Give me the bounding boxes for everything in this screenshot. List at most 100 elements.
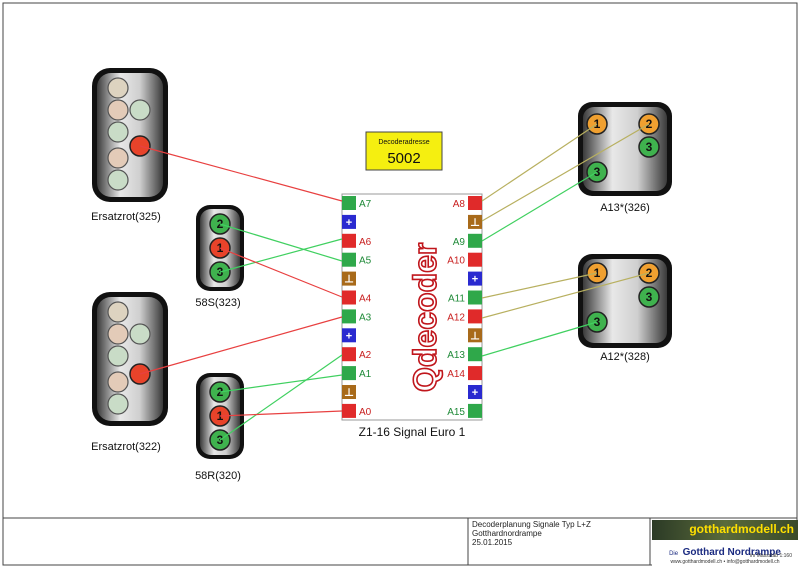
pin-right-10[interactable]: [468, 385, 482, 399]
wire-green: [219, 238, 343, 273]
pin-right-9[interactable]: [468, 366, 482, 381]
wire-green: [481, 171, 598, 242]
wire-red: [139, 316, 343, 375]
pin-symbol: +: [472, 274, 478, 286]
pin-label: A9: [453, 237, 466, 248]
pin-left-10[interactable]: [342, 385, 356, 399]
lamp-number: 3: [594, 165, 601, 179]
pin-label: A10: [447, 256, 465, 267]
lamp-number: 3: [646, 140, 653, 154]
wire-green: [219, 223, 343, 262]
lamp-off: [107, 169, 129, 191]
pin-label: A8: [453, 199, 466, 210]
lamp-number: 3: [594, 315, 601, 329]
pin-left-3[interactable]: [342, 252, 356, 267]
signal-a12-328[interactable]: 1 2 3 3 A12*(328): [578, 254, 672, 363]
pin-left-6[interactable]: [342, 309, 356, 324]
pin-label: A14: [447, 369, 465, 380]
pin-symbol: ⊥: [344, 387, 354, 399]
brand-text: Qdecoder: [407, 243, 443, 392]
address-label: Decoderadresse: [378, 139, 429, 146]
signal-label: Ersatzrot(322): [91, 441, 161, 453]
page-frame: [2, 2, 798, 566]
pin-left-9[interactable]: [342, 366, 356, 381]
signal-label: 58R(320): [195, 470, 241, 482]
pin-left-7[interactable]: [342, 328, 356, 343]
logo-title-row: Die Gotthard Nordrampe: [652, 542, 798, 560]
lamp-off: [129, 323, 151, 345]
pin-label: A12: [447, 312, 465, 323]
lamp-number: 1: [594, 117, 601, 131]
logo-subtitle: im Massstab 1:160: [750, 553, 792, 559]
pin-label: A6: [359, 237, 372, 248]
pin-label: A13: [447, 350, 465, 361]
pin-symbol: +: [346, 330, 352, 342]
logo-footer: www.gotthardmodell.ch • info@gotthardmod…: [670, 559, 780, 565]
lamp-off: [107, 121, 129, 143]
pin-right-7[interactable]: [468, 328, 482, 343]
pin-right-5[interactable]: [468, 290, 482, 305]
logo-text: gotthardmodell.ch: [689, 522, 794, 536]
pin-label: A5: [359, 256, 372, 267]
lamp-number: 2: [646, 266, 653, 280]
signal-label: 58S(323): [195, 297, 240, 309]
decoder-board: [341, 193, 483, 421]
signal-a13-326[interactable]: 1 2 3 3 A13*(326): [578, 102, 672, 214]
wire-olive: [481, 272, 650, 319]
pin-left-8[interactable]: [342, 347, 356, 362]
signal-ersatzrot-322[interactable]: Ersatzrot(322): [91, 292, 168, 453]
pin-right-2[interactable]: [468, 233, 482, 248]
lamp-number: 3: [646, 290, 653, 304]
wire-green: [481, 321, 598, 357]
pin-right-4[interactable]: [468, 271, 482, 286]
signal-label: A12*(328): [600, 351, 650, 363]
lamp-off: [107, 323, 129, 345]
pin-symbol: +: [472, 387, 478, 399]
title-line-1: Decoderplanung Signale Typ L+Z: [472, 520, 591, 529]
pin-symbol: +: [346, 217, 352, 229]
pin-right-11[interactable]: [468, 403, 482, 418]
signal-face: [97, 73, 163, 197]
pin-label: A7: [359, 199, 372, 210]
title-line-3: 25.01.2015: [472, 538, 513, 547]
pin-left-2[interactable]: [342, 233, 356, 248]
wire-green: [219, 354, 343, 441]
signal-label: Ersatzrot(325): [91, 211, 161, 223]
pin-left-5[interactable]: [342, 290, 356, 305]
pin-label: A15: [447, 407, 465, 418]
pin-left-1[interactable]: [342, 214, 356, 229]
wire-red: [139, 145, 343, 202]
wire-olive: [481, 272, 598, 299]
pin-left-4[interactable]: [342, 271, 356, 286]
gotthardmodell-logo: gotthardmodell.ch Die Gotthard Nordrampe…: [652, 520, 798, 566]
lamp-off: [129, 99, 151, 121]
pin-right-1[interactable]: [468, 214, 482, 229]
pin-right-6[interactable]: [468, 309, 482, 324]
signal-ersatzrot-325[interactable]: Ersatzrot(325): [91, 68, 168, 223]
lamp-off: [107, 393, 129, 415]
pin-right-3[interactable]: [468, 252, 482, 267]
wire-red: [219, 410, 343, 417]
lamp-off: [107, 301, 129, 323]
lamp-off: [107, 99, 129, 121]
lamp-off: [107, 371, 129, 393]
logo-title: Gotthard Nordrampe: [682, 547, 781, 558]
pin-label: A4: [359, 294, 372, 305]
pin-right-8[interactable]: [468, 347, 482, 362]
signal-label: A13*(326): [600, 202, 650, 214]
wire-olive: [481, 123, 598, 202]
pin-right-0[interactable]: [468, 196, 482, 210]
pin-left-11[interactable]: [342, 403, 356, 418]
pin-label: A11: [448, 294, 465, 305]
pin-left-0[interactable]: [342, 196, 356, 210]
lamp-green: [638, 286, 660, 308]
qdecoder-logo: Qdecoder: [406, 242, 444, 393]
signal-58s-323[interactable]: 2 1 3 58S(323): [195, 205, 244, 309]
lamp-off: [107, 77, 129, 99]
title-block-frame: [3, 517, 797, 565]
